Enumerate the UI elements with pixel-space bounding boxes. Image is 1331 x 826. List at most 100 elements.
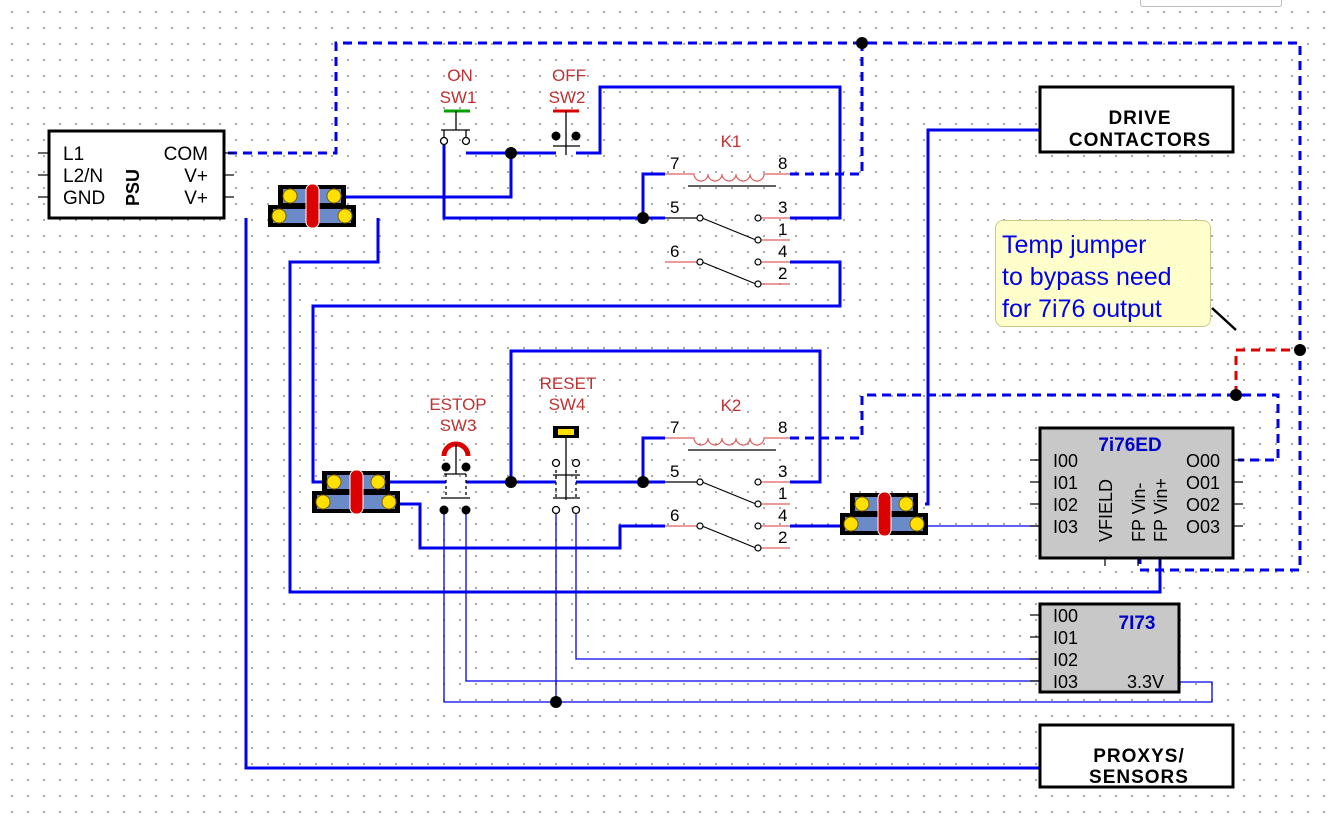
k2-coil-to-o00	[790, 393, 1280, 462]
k2-pin-8: 8	[778, 418, 787, 437]
7i73-i00: I00	[1053, 606, 1078, 626]
k1-pin-4: 4	[778, 242, 787, 261]
7i76-o02: O02	[1186, 495, 1220, 515]
terminal-block-1[interactable]	[268, 183, 356, 229]
wire-k2-loop	[509, 349, 822, 484]
7i76-i00: I00	[1053, 451, 1078, 471]
board-7i76ed[interactable]: 7i76ED I00 I01 I02 I03 O00 O01 O02 O03 V…	[1030, 426, 1243, 566]
dashed-wires	[228, 41, 1302, 572]
junction-dot	[505, 476, 517, 488]
7i73-title: 7I73	[1119, 613, 1156, 634]
7i73-supply: 3.3V	[1127, 672, 1164, 692]
sw4-reset-switch[interactable]: RESET SW4	[540, 374, 597, 515]
junction-dot	[1230, 389, 1242, 401]
wire-k1-2	[311, 260, 842, 484]
drive-line-1: DRIVE	[1108, 108, 1171, 129]
k2-pin-5: 5	[670, 462, 679, 481]
sw3-estop-switch[interactable]: ESTOP SW3	[429, 395, 487, 515]
psu-block: L1 L2/N GND COM V+ V+ PSU	[38, 129, 234, 220]
wire-sw4-b	[575, 512, 1040, 660]
junction-dots	[505, 37, 1306, 708]
junction-dot	[637, 212, 649, 224]
wire-latch	[444, 153, 513, 199]
k2-name-label: K2	[721, 396, 742, 415]
7i73-i01: I01	[1053, 628, 1078, 648]
sw4-state-label: RESET	[540, 374, 597, 393]
psu-com-label: COM	[164, 144, 208, 165]
sw2-switch[interactable]: OFF SW2	[549, 66, 586, 155]
wire-k1-coil-7	[641, 172, 665, 218]
drive-contactors-box[interactable]: DRIVE CONTACTORS	[1038, 85, 1235, 154]
wire-sw2-k1	[576, 85, 842, 220]
k1-coil-return	[790, 43, 864, 176]
sw2-state-label: OFF	[552, 66, 586, 85]
7i76-o03: O03	[1186, 517, 1220, 537]
psu-l1-label: L1	[63, 144, 84, 165]
psu-l2n-label: L2/N	[63, 166, 103, 187]
psu-vplus2-label: V+	[184, 188, 208, 209]
k1-pin-2: 2	[778, 264, 787, 283]
junction-dot	[550, 696, 562, 708]
7i76-fp-vin-plus: FP Vin+	[1151, 478, 1171, 542]
psu-gnd-label: GND	[63, 188, 105, 209]
7i76-i01: I01	[1053, 473, 1078, 493]
thin-wires	[443, 512, 1213, 703]
k2-pin-2: 2	[778, 528, 787, 547]
wire-drive	[925, 128, 1040, 506]
wire-k2-6	[380, 502, 665, 550]
psu-title: PSU	[123, 169, 143, 206]
wire-k2-coil-7	[641, 436, 665, 482]
note-line-2: to bypass need	[1002, 263, 1172, 291]
window-edge	[1140, 0, 1282, 7]
note-pointer	[1211, 307, 1237, 331]
junction-dot	[1294, 344, 1306, 356]
7i76-o00: O00	[1186, 451, 1220, 471]
k1-pin-6: 6	[670, 242, 679, 261]
k2-pin-3: 3	[778, 462, 787, 481]
temp-jumper-wire	[1234, 348, 1300, 395]
relay-k2[interactable]: K2 7 8 5 3 1 6 4 2	[665, 396, 790, 552]
note-line-1: Temp jumper	[1002, 231, 1147, 259]
wire-k1-common	[442, 197, 665, 220]
terminal-block-3[interactable]	[840, 491, 928, 537]
7i76-fp-vin-minus: FP Vin-	[1129, 483, 1149, 542]
board-7i73[interactable]: 7I73 I00 I01 I02 I03 3.3V	[1030, 602, 1181, 694]
junction-dot	[505, 147, 517, 159]
k1-pin-1: 1	[778, 220, 787, 239]
wire-tb1-down	[288, 218, 1162, 594]
proxys-line-1: PROXYS/	[1093, 746, 1184, 767]
proxys-sensors-box[interactable]: PROXYS/ SENSORS	[1038, 723, 1235, 789]
7i76-i03: I03	[1053, 517, 1078, 537]
k2-pin-1: 1	[778, 484, 787, 503]
wire-sw3-b	[465, 512, 1040, 682]
relay-k1[interactable]: K1 7 8 5 3 1 6 4 2	[665, 132, 790, 288]
junction-dot	[637, 476, 649, 488]
proxys-line-2: SENSORS	[1089, 767, 1189, 788]
junction-dot	[856, 37, 868, 49]
7i76ed-title: 7i76ED	[1098, 435, 1161, 456]
sw1-name-label: SW1	[440, 88, 477, 107]
temp-jumper-note: Temp jumper to bypass need for 7i76 outp…	[995, 220, 1211, 327]
7i76-o01: O01	[1186, 473, 1220, 493]
note-line-3: for 7i76 output	[1002, 295, 1162, 323]
psu-com-bus	[228, 41, 1302, 572]
sw1-state-label: ON	[447, 66, 473, 85]
solid-wires	[244, 85, 1162, 770]
sw3-name-label: SW3	[440, 416, 477, 435]
sw2-name-label: SW2	[549, 88, 586, 107]
7i76-i02: I02	[1053, 495, 1078, 515]
sw3-state-label: ESTOP	[429, 395, 486, 414]
sw1-switch[interactable]: ON SW1	[440, 66, 477, 146]
k2-pin-7: 7	[670, 418, 679, 437]
k1-pin-7: 7	[670, 154, 679, 173]
k1-pin-8: 8	[778, 154, 787, 173]
drive-line-2: CONTACTORS	[1069, 130, 1211, 151]
sw4-name-label: SW4	[549, 395, 586, 414]
k2-pin-4: 4	[778, 506, 787, 525]
7i76-vfield: VFIELD	[1096, 479, 1116, 542]
k1-pin-5: 5	[670, 198, 679, 217]
wire-sw3-a	[443, 512, 1213, 703]
k1-name-label: K1	[721, 132, 742, 151]
terminal-block-2[interactable]	[312, 469, 400, 515]
